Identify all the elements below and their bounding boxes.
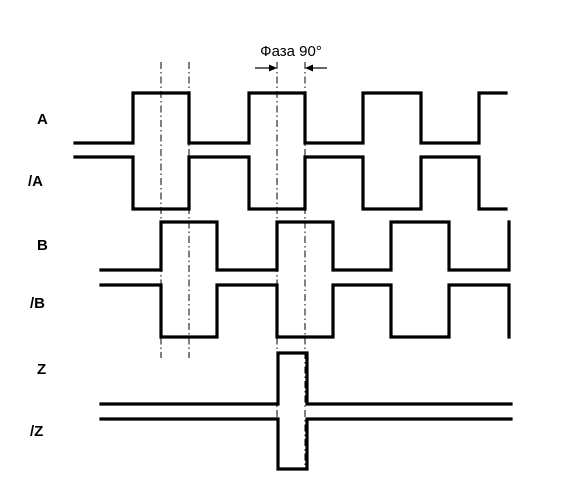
signal-labels: A /A B /B Z /Z <box>28 111 48 440</box>
phase-arrow-left-head <box>269 64 277 72</box>
label-nB: /B <box>30 295 45 312</box>
waveform-Z <box>99 351 513 406</box>
reference-guides <box>160 62 306 470</box>
label-Z: Z <box>37 361 46 378</box>
waveform-nB <box>99 283 511 339</box>
waveform-A <box>73 91 508 145</box>
waveform-B <box>99 220 511 272</box>
waveform-nA <box>73 155 508 211</box>
waveforms <box>73 91 513 471</box>
waveform-nZ <box>99 417 513 471</box>
label-nA: /A <box>28 173 43 190</box>
label-A: A <box>37 111 48 128</box>
label-B: B <box>37 237 48 254</box>
phase-label: Фаза 90° <box>260 43 322 60</box>
label-nZ: /Z <box>30 423 43 440</box>
phase-annotation: Фаза 90° <box>255 43 327 72</box>
phase-arrow-right-head <box>305 64 313 72</box>
